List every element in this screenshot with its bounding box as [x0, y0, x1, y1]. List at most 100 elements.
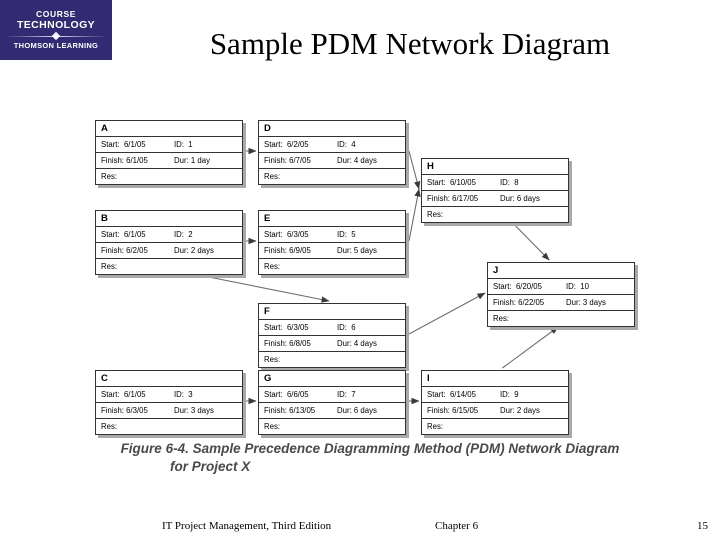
- task-node-finish-row: Finish: 6/9/05 Dur: 5 days: [259, 243, 405, 259]
- task-node-finish-row: Finish: 6/15/05 Dur: 2 days: [422, 403, 568, 419]
- task-start: Start: 6/14/05: [427, 390, 476, 399]
- link-d-to-h: [408, 150, 421, 190]
- task-id: ID: 9: [500, 390, 519, 399]
- link-e-to-h: [408, 188, 421, 242]
- task-resource: Res:: [264, 172, 281, 181]
- task-finish: Finish: 6/7/05: [264, 156, 311, 165]
- task-duration: Dur: 5 days: [337, 246, 377, 255]
- link-i-to-j: [502, 326, 559, 369]
- task-id: ID: 2: [174, 230, 193, 239]
- task-node-i[interactable]: I Start: 6/14/05 ID: 9 Finish: 6/15/05 Dur: …: [421, 370, 569, 435]
- task-finish: Finish: 6/8/05: [264, 339, 311, 348]
- logo-divider-icon: [8, 33, 104, 40]
- logo-line-thomson-learning: THOMSON LEARNING: [13, 41, 99, 50]
- task-resource: Res:: [264, 422, 281, 431]
- task-id: ID: 4: [337, 140, 356, 149]
- footer-book-title: IT Project Management, Third Edition: [162, 520, 332, 532]
- task-start: Start: 6/1/05: [101, 230, 146, 239]
- task-duration: Dur: 2 days: [500, 406, 540, 415]
- task-node-c[interactable]: C Start: 6/1/05 ID: 3 Finish: 6/3/05 Dur: 3 …: [95, 370, 243, 435]
- task-node-start-row: Start: 6/3/05 ID: 6: [259, 320, 405, 336]
- task-duration: Dur: 6 days: [337, 406, 377, 415]
- task-node-start-row: Start: 6/10/05 ID: 8: [422, 175, 568, 191]
- task-finish: Finish: 6/3/05: [101, 406, 148, 415]
- logo-line-course: COURSE: [36, 9, 76, 19]
- task-resource: Res:: [101, 422, 118, 431]
- task-id: ID: 7: [337, 390, 356, 399]
- task-node-finish-row: Finish: 6/7/05 Dur: 4 days: [259, 153, 405, 169]
- task-start: Start: 6/3/05: [264, 323, 309, 332]
- task-duration: Dur: 3 days: [174, 406, 214, 415]
- figure-caption-line1: Figure 6-4. Sample Precedence Diagrammin…: [120, 441, 620, 456]
- task-node-d[interactable]: D Start: 6/2/05 ID: 4 Finish: 6/7/05 Dur: 4 …: [258, 120, 406, 185]
- task-finish: Finish: 6/2/05: [101, 246, 148, 255]
- task-id: ID: 5: [337, 230, 356, 239]
- slide-footer: IT Project Management, Third Edition Cha…: [0, 520, 720, 538]
- task-finish: Finish: 6/13/05: [264, 406, 316, 415]
- task-start: Start: 6/20/05: [493, 282, 542, 291]
- task-node-e[interactable]: E Start: 6/3/05 ID: 5 Finish: 6/9/05 Dur: 5 …: [258, 210, 406, 275]
- task-node-name: E: [259, 211, 405, 227]
- link-h-to-j: [512, 222, 550, 261]
- task-node-start-row: Start: 6/1/05 ID: 3: [96, 387, 242, 403]
- figure-caption-line2: for Project X: [170, 459, 251, 474]
- task-node-b[interactable]: B Start: 6/1/05 ID: 2 Finish: 6/2/05 Dur: 2 …: [95, 210, 243, 275]
- task-finish: Finish: 6/9/05: [264, 246, 311, 255]
- task-node-name: F: [259, 304, 405, 320]
- page-title: Sample PDM Network Diagram: [209, 26, 611, 61]
- task-node-name: J: [488, 263, 634, 279]
- task-id: ID: 3: [174, 390, 193, 399]
- task-start: Start: 6/2/05: [264, 140, 309, 149]
- task-start: Start: 6/1/05: [101, 140, 146, 149]
- task-id: ID: 8: [500, 178, 519, 187]
- footer-page-number: 15: [697, 520, 708, 532]
- task-finish: Finish: 6/17/05: [427, 194, 479, 203]
- task-start: Start: 6/6/05: [264, 390, 309, 399]
- logo-line-technology: TECHNOLOGY: [16, 19, 96, 31]
- task-resource: Res:: [264, 262, 281, 271]
- task-duration: Dur: 1 day: [174, 156, 210, 165]
- task-node-start-row: Start: 6/14/05 ID: 9: [422, 387, 568, 403]
- task-node-finish-row: Finish: 6/1/05 Dur: 1 day: [96, 153, 242, 169]
- task-start: Start: 6/3/05: [264, 230, 309, 239]
- task-node-name: H: [422, 159, 568, 175]
- link-f-to-j: [408, 292, 486, 335]
- link-b-to-f: [198, 274, 330, 303]
- task-node-name: C: [96, 371, 242, 387]
- course-technology-logo: COURSE TECHNOLOGY THOMSON LEARNING: [0, 0, 112, 60]
- task-duration: Dur: 2 days: [174, 246, 214, 255]
- task-resource: Res:: [427, 210, 444, 219]
- task-resource: Res:: [493, 314, 510, 323]
- task-node-finish-row: Finish: 6/3/05 Dur: 3 days: [96, 403, 242, 419]
- task-node-finish-row: Finish: 6/8/05 Dur: 4 days: [259, 336, 405, 352]
- task-duration: Dur: 4 days: [337, 156, 377, 165]
- task-finish: Finish: 6/1/05: [101, 156, 148, 165]
- task-node-name: I: [422, 371, 568, 387]
- task-node-name: D: [259, 121, 405, 137]
- task-duration: Dur: 4 days: [337, 339, 377, 348]
- task-id: ID: 6: [337, 323, 356, 332]
- figure-caption: Figure 6-4. Sample Precedence Diagrammin…: [100, 440, 640, 476]
- task-resource: Res:: [264, 355, 281, 364]
- task-node-start-row: Start: 6/3/05 ID: 5: [259, 227, 405, 243]
- task-node-name: B: [96, 211, 242, 227]
- task-node-f[interactable]: F Start: 6/3/05 ID: 6 Finish: 6/8/05 Dur: 4 …: [258, 303, 406, 368]
- task-finish: Finish: 6/22/05: [493, 298, 545, 307]
- task-resource: Res:: [427, 422, 444, 431]
- task-start: Start: 6/1/05: [101, 390, 146, 399]
- task-finish: Finish: 6/15/05: [427, 406, 479, 415]
- task-start: Start: 6/10/05: [427, 178, 476, 187]
- task-resource: Res:: [101, 172, 118, 181]
- task-node-finish-row: Finish: 6/2/05 Dur: 2 days: [96, 243, 242, 259]
- task-node-name: A: [96, 121, 242, 137]
- task-resource: Res:: [101, 262, 118, 271]
